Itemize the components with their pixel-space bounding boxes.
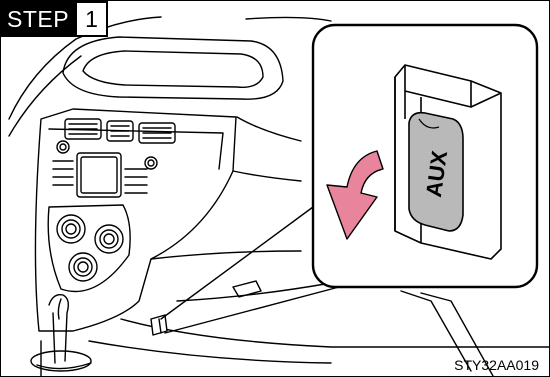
step-badge: STEP 1 bbox=[1, 1, 108, 37]
step-number: 1 bbox=[77, 1, 108, 37]
step-label: STEP bbox=[1, 1, 77, 37]
figure-code: STY32AA019 bbox=[454, 357, 539, 373]
